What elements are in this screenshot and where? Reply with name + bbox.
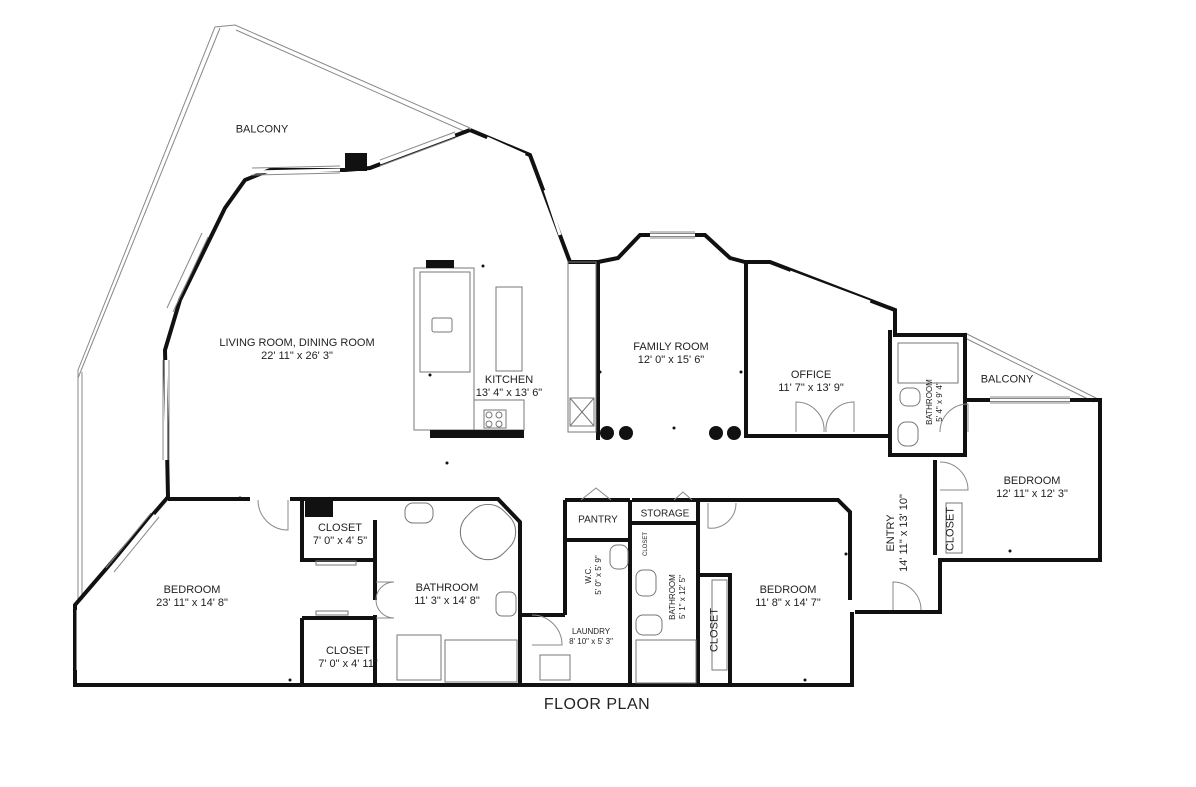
room-label-bathroom-master: BATHROOM 11' 3" x 14' 8" bbox=[414, 582, 480, 608]
room-dimensions: 11' 3" x 14' 8" bbox=[414, 595, 480, 607]
room-name: BEDROOM bbox=[759, 584, 817, 596]
room-name: BEDROOM bbox=[163, 584, 221, 596]
room-label-bathroom-ne: BATHROOM 5' 4" x 9' 4" bbox=[925, 379, 945, 425]
window-thin-lines bbox=[105, 131, 1070, 573]
room-label-entry: ENTRY 14' 11" x 13' 10" bbox=[885, 494, 911, 572]
room-label-family: FAMILY ROOM 12' 0" x 15' 6" bbox=[633, 341, 708, 367]
room-label-closet-ne: CLOSET bbox=[945, 507, 958, 551]
room-dimensions: 11' 8" x 14' 7" bbox=[755, 597, 821, 609]
room-name: W.C. bbox=[584, 566, 593, 584]
room-label-kitchen: KITCHEN 13' 4" x 13' 6" bbox=[476, 374, 542, 400]
room-dimensions: 7' 0" x 4' 11" bbox=[318, 658, 378, 670]
room-name: CLOSET bbox=[643, 531, 649, 557]
outer-walls bbox=[73, 128, 1102, 687]
room-label-bedroom-ne: BEDROOM 12' 11" x 12' 3" bbox=[996, 475, 1068, 501]
room-name: ENTRY bbox=[885, 514, 897, 552]
interior-walls bbox=[168, 262, 967, 685]
room-name: OFFICE bbox=[790, 369, 832, 381]
room-label-closet-lower: CLOSET 7' 0" x 4' 11" bbox=[318, 645, 378, 671]
room-name: BATHROOM bbox=[668, 574, 677, 620]
room-dimensions: 8' 10" x 5' 3" bbox=[569, 637, 613, 646]
balcony-outline bbox=[77, 24, 1101, 600]
room-dimensions: 11' 7" x 13' 9" bbox=[778, 382, 844, 394]
room-label-bedroom-mid: BEDROOM 11' 8" x 14' 7" bbox=[755, 584, 821, 610]
room-label-closet-small: CLOSET bbox=[641, 532, 651, 556]
room-label-wc: W.C. 5' 0" x 5' 9" bbox=[584, 555, 604, 594]
tick-marks bbox=[238, 264, 1012, 682]
room-dimensions: 12' 11" x 12' 3" bbox=[996, 488, 1068, 500]
door-swings bbox=[257, 401, 969, 646]
room-name: BEDROOM bbox=[1003, 475, 1061, 487]
room-label-closet-upper: CLOSET 7' 0" x 4' 5" bbox=[313, 522, 367, 548]
room-dimensions: 23' 11" x 14' 8" bbox=[156, 597, 228, 609]
room-dimensions: 5' 0" x 5' 9" bbox=[594, 555, 603, 595]
room-label-bathroom-mid: BATHROOM 5' 1" x 12' 5" bbox=[668, 574, 688, 620]
fixtures bbox=[315, 261, 963, 684]
room-name: BALCONY bbox=[980, 373, 1034, 386]
room-label-storage: STORAGE bbox=[641, 508, 690, 521]
room-name: CLOSET bbox=[325, 645, 371, 657]
room-name: KITCHEN bbox=[484, 374, 534, 386]
plan-title: FLOOR PLAN bbox=[543, 696, 651, 713]
room-name: CLOSET bbox=[708, 607, 721, 653]
room-label-balcony-main: BALCONY bbox=[236, 124, 289, 137]
room-dimensions: 14' 11" x 13' 10" bbox=[898, 494, 910, 572]
room-label-closet-mid: CLOSET bbox=[709, 608, 722, 652]
room-dimensions: 13' 4" x 13' 6" bbox=[475, 387, 543, 399]
room-dimensions: 7' 0" x 4' 5" bbox=[312, 535, 368, 547]
room-label-bedroom-master: BEDROOM 23' 11" x 14' 8" bbox=[156, 584, 228, 610]
room-name: FAMILY ROOM bbox=[633, 341, 709, 353]
room-name: PANTRY bbox=[578, 514, 618, 526]
room-dimensions: 22' 11" x 26' 3" bbox=[261, 350, 333, 362]
room-label-balcony-ne: BALCONY bbox=[981, 374, 1034, 387]
window-segments bbox=[76, 133, 1070, 670]
room-dimensions: 12' 0" x 15' 6" bbox=[637, 354, 705, 366]
room-name: BALCONY bbox=[235, 123, 289, 136]
room-name: BATHROOM bbox=[925, 379, 934, 425]
room-name: CLOSET bbox=[317, 522, 362, 534]
room-label-living: LIVING ROOM, DINING ROOM 22' 11" x 26' 3… bbox=[219, 337, 374, 363]
room-name: CLOSET bbox=[944, 506, 957, 552]
furniture-dark bbox=[305, 153, 741, 517]
room-label-office: OFFICE 11' 7" x 13' 9" bbox=[778, 369, 844, 395]
room-name: LAUNDRY bbox=[571, 627, 611, 636]
room-name: LIVING ROOM, DINING ROOM bbox=[219, 337, 375, 349]
room-dimensions: 5' 4" x 9' 4" bbox=[935, 382, 944, 422]
room-dimensions: 5' 1" x 12' 5" bbox=[678, 575, 687, 619]
room-name: STORAGE bbox=[640, 508, 690, 520]
room-name: BATHROOM bbox=[415, 582, 479, 594]
room-label-pantry: PANTRY bbox=[578, 514, 618, 527]
room-label-laundry: LAUNDRY 8' 10" x 5' 3" bbox=[569, 627, 613, 647]
